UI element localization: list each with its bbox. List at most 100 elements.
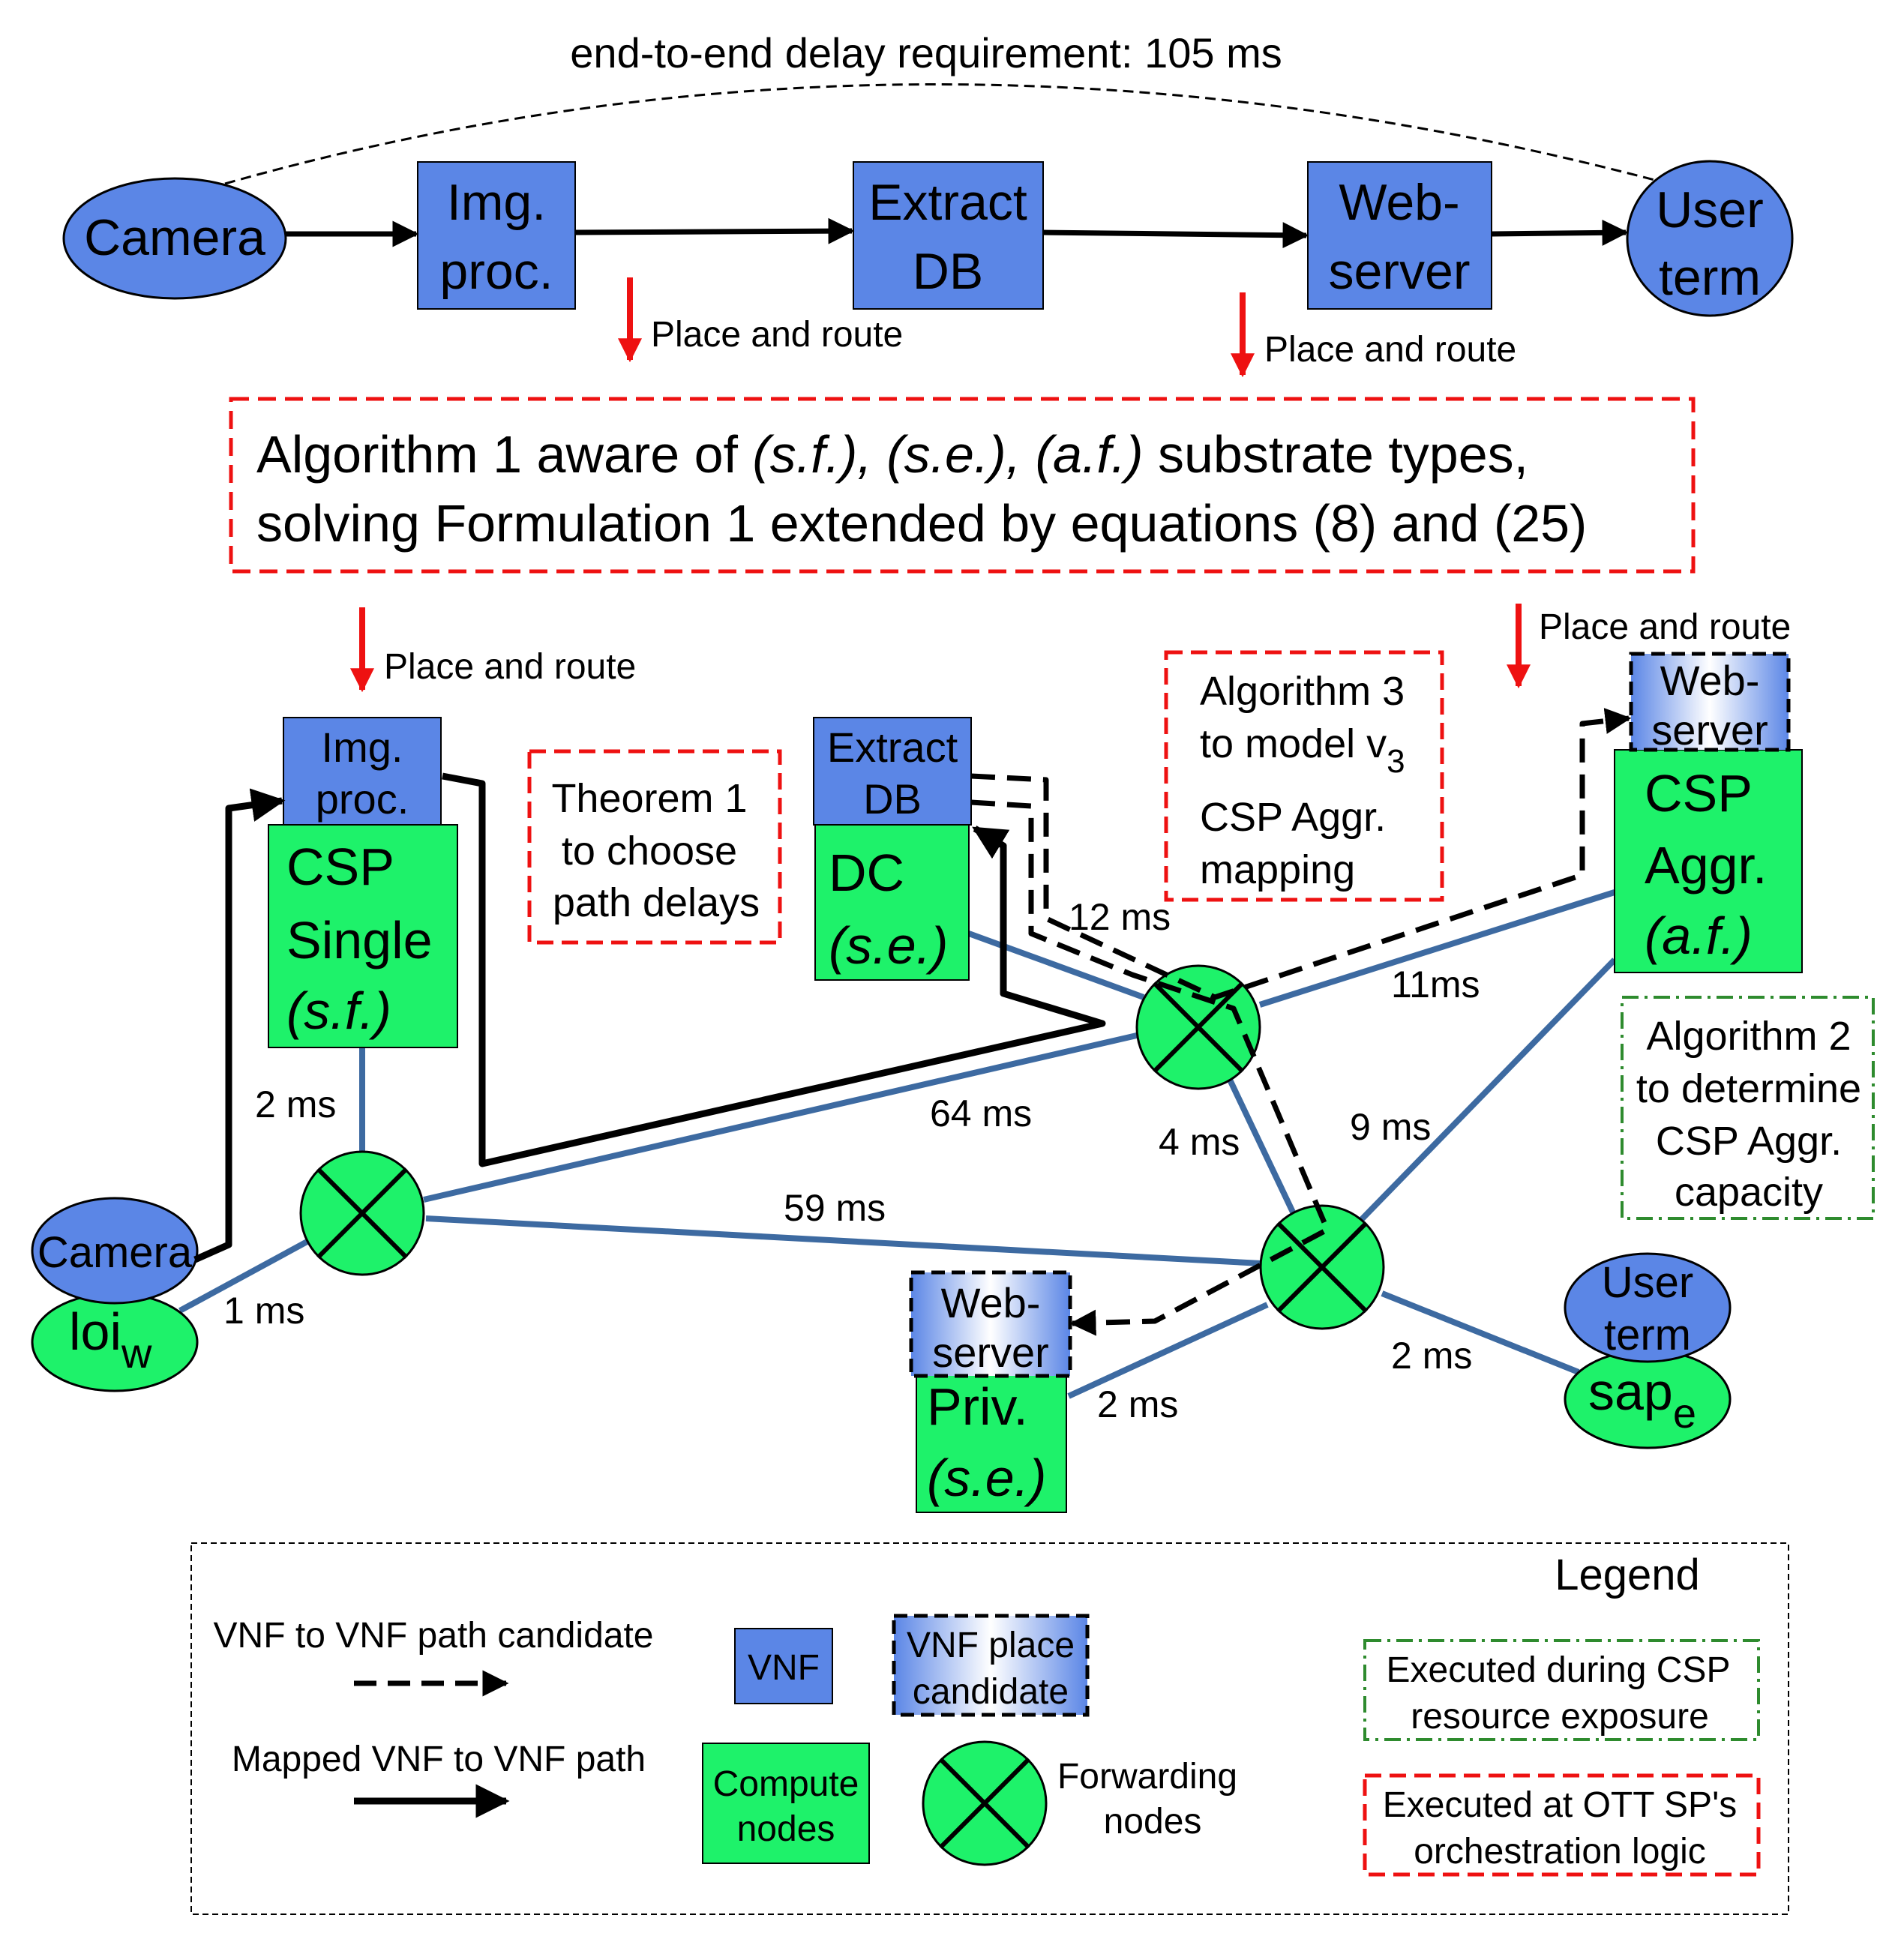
webserver-candidate-priv-label-2: server [932,1329,1049,1376]
legend-ott-label-1: Executed at OTT SP's [1383,1785,1737,1825]
imgproc-label-1: Img. [447,174,546,231]
priv-label-2: (s.e.) [927,1449,1046,1507]
webserver-label-1: Web- [1339,174,1459,231]
algorithm2-box [1621,996,1875,1220]
extractdb-mid-vnf [813,717,972,826]
webserver-candidate-aggr-label-2: server [1651,706,1768,754]
camera-label: Camera [84,209,265,266]
extractdb-mid-label-1: Extract [827,724,958,771]
place-route-label-2: Place and route [1264,330,1516,370]
dc-label-2: (s.e.) [829,916,948,975]
candidate-path-extractdb-aggr [970,708,1632,1000]
mapped-path-imgproc-extractdb [442,772,1106,1167]
chain-arrow-2 [574,217,855,244]
place-route-label-right: Place and route [1539,607,1791,647]
link-priv-fw3 [1067,1302,1269,1399]
link-loi-fw1 [178,1236,313,1314]
delay-fw2-aggr: 11ms [1391,964,1480,1005]
imgproc-mid-vnf [283,717,442,826]
chain-arrow-3 [1042,222,1309,249]
extractdb-label-1: Extract [868,174,1027,231]
algorithm1-line1: Algorithm 1 aware of (s.f.), (s.e.), (a.… [256,425,1528,484]
dc-label-1: DC [829,844,904,902]
camera-mid-label: Camera [37,1228,193,1277]
legend-compute-label-1: Compute [713,1764,859,1804]
legend-ott-label-2: orchestration logic [1414,1832,1706,1872]
legend-compute-box [702,1743,870,1864]
link-dc-fw2 [967,931,1145,1000]
forwarding-node-1 [299,1150,425,1276]
delay-fw3-sap: 2 ms [1391,1335,1472,1377]
delay-fw1-fw3: 59 ms [784,1187,886,1229]
algorithm2-line2: to determine [1636,1066,1861,1111]
algorithm3-line1: Algorithm 3 [1200,669,1405,714]
dc-node [814,824,970,981]
forwarding-nodes [299,964,1385,1330]
forwarding-node-3 [1259,1204,1385,1330]
algorithm3-box [1164,650,1444,902]
theorem1-box [527,749,782,945]
csp-aggr-node [1614,749,1803,973]
substrate-links [178,889,1617,1399]
mapped-paths [193,772,1106,1263]
loi-label: loiw [69,1302,152,1377]
forwarding-node-2 [1135,964,1261,1090]
algorithm1-frame [229,397,1696,574]
theorem1-line3: path delays [553,880,760,925]
webserver-vnf [1307,161,1492,310]
extractdb-mid-label-2: DB [863,775,922,823]
delay-aggr-fw3: 9 ms [1350,1106,1431,1148]
legend-vnf-place-box [892,1614,1090,1717]
delay-fw1-fw2: 64 ms [930,1092,1032,1134]
legend: Legend VNF to VNF path candidate Mapped … [190,1542,1789,1915]
userterm-mid-label-2: term [1604,1311,1691,1359]
chain-arrow-4 [1491,219,1629,246]
endpoints: loiw Camera sape User term [31,1197,1732,1449]
link-fw1-fw3 [425,1215,1262,1266]
place-route-label-1: Place and route [651,315,903,355]
legend-vnf-place-label-2: candidate [913,1672,1069,1712]
link-aggr-fw3 [1359,958,1617,1222]
legend-csp-exposure-box [1363,1639,1760,1741]
delay-single-fw1: 2 ms [255,1083,336,1125]
candidate-path-extractdb-priv [970,799,1330,1336]
imgproc-vnf [417,161,576,310]
legend-forwarding-label-2: nodes [1104,1802,1202,1842]
link-fw3-sap [1381,1290,1580,1375]
algorithm3-line2: to model v3 [1200,721,1405,780]
algorithm3-line3: CSP Aggr. [1200,795,1386,840]
csp-aggr-label-3: (a.f.) [1645,907,1753,965]
webserver-label-2: server [1329,243,1471,300]
legend-forwarding-label-1: Forwarding [1057,1757,1237,1797]
delay-requirement: end-to-end delay requirement: 105 ms [570,29,1282,76]
delay-dc-fw2: 12 ms [1069,896,1171,938]
camera-node [62,177,287,300]
csp-single-label-3: (s.f.) [286,981,391,1040]
extractdb-label-2: DB [913,243,983,300]
delay-labels: 2 ms 1 ms 64 ms 59 ms 12 ms 11ms 4 ms 9 … [223,896,1480,1425]
userterm-label-2: term [1659,249,1761,306]
algorithm2-line1: Algorithm 2 [1646,1014,1851,1059]
place-route-label-left: Place and route [384,647,636,687]
legend-path-candidate-label: VNF to VNF path candidate [214,1616,654,1656]
mapped-vnfs: Img. proc. Extract DB Web- server Web- s… [283,652,1791,1378]
legend-title: Legend [1555,1551,1700,1599]
algorithm1-line2: solving Formulation 1 extended by equati… [256,494,1587,553]
mid-annotations: Place and route Place and route Theorem … [350,604,1875,1220]
service-chain: end-to-end delay requirement: 105 ms Cam… [62,29,1794,378]
mapped-path-camera-imgproc [193,788,286,1263]
theorem1-line1: Theorem 1 [551,776,747,821]
algorithm2-line3: CSP Aggr. [1656,1119,1842,1164]
link-fw1-fw2 [423,1032,1141,1203]
imgproc-label-2: proc. [439,243,553,300]
csp-single-label-1: CSP [286,838,394,896]
algorithm1-box: Algorithm 1 aware of (s.f.), (s.e.), (a.… [229,397,1696,574]
camera-mid-node [31,1197,199,1305]
imgproc-mid-label-2: proc. [316,775,409,823]
userterm-label-1: User [1656,181,1764,238]
legend-csp-exposure-label-1: Executed during CSP [1387,1650,1731,1690]
delay-loi-fw1: 1 ms [223,1290,304,1332]
webserver-candidate-aggr [1629,652,1791,752]
webserver-candidate-aggr-label-1: Web- [1660,657,1760,704]
